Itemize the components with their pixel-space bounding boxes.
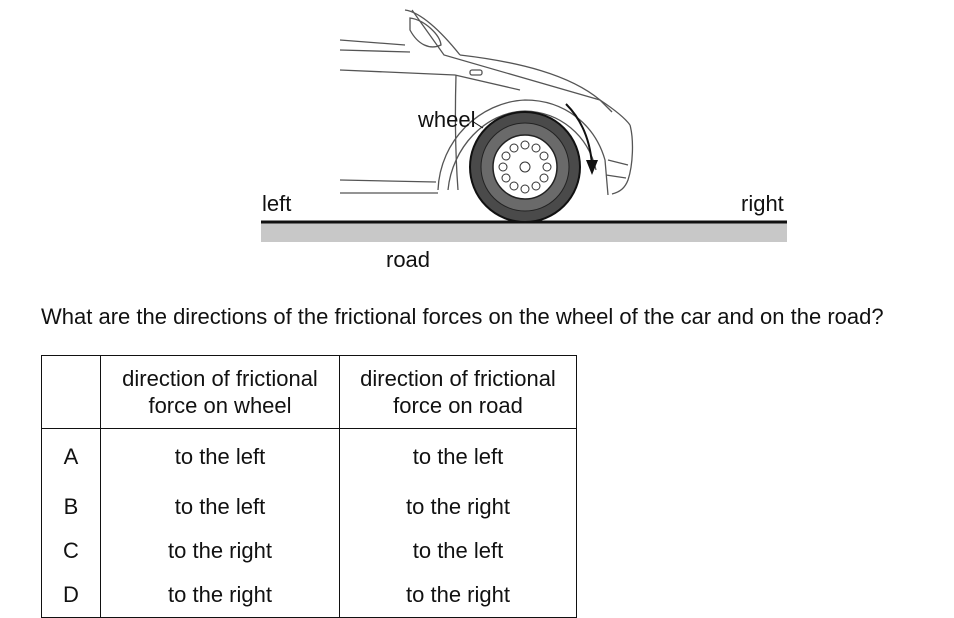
table-row[interactable]: D to the right to the right: [41, 573, 577, 618]
header-option: [41, 355, 101, 429]
force-on-wheel-cell: to the right: [100, 573, 340, 618]
force-on-road-cell: to the left: [339, 428, 577, 485]
hub-bolts: [498, 140, 552, 194]
force-on-road-cell: to the left: [339, 529, 577, 573]
force-on-wheel-cell: to the left: [100, 428, 340, 485]
rotation-arrow-head: [586, 160, 598, 175]
left-label: left: [262, 191, 292, 216]
wheel-label: wheel: [418, 107, 476, 132]
table-row[interactable]: A to the left to the left: [41, 428, 577, 485]
road-surface: [261, 222, 787, 242]
answer-table: direction of frictional force on wheel d…: [41, 355, 577, 618]
option-letter: C: [41, 529, 101, 573]
table-header-row: direction of frictional force on wheel d…: [41, 355, 577, 429]
question-text: What are the directions of the frictiona…: [41, 304, 884, 329]
header-force-on-road-text: direction of frictional force on road: [360, 366, 556, 418]
force-on-road-cell: to the right: [339, 573, 577, 618]
option-letter: D: [41, 573, 101, 618]
force-on-wheel-cell: to the left: [100, 485, 340, 529]
rotation-arrow-line: [565, 103, 593, 166]
header-force-on-road: direction of frictional force on road: [339, 355, 577, 429]
option-letter: B: [41, 485, 101, 529]
table-row[interactable]: B to the left to the right: [41, 485, 577, 529]
header-force-on-wheel-text: direction of frictional force on wheel: [122, 366, 318, 418]
table-row[interactable]: C to the right to the left: [41, 529, 577, 573]
car-wheel-figure: wheel left right road: [0, 0, 954, 290]
force-on-road-cell: to the right: [339, 485, 577, 529]
road-label: road: [386, 247, 431, 272]
header-force-on-wheel: direction of frictional force on wheel: [100, 355, 340, 429]
force-on-wheel-cell: to the right: [100, 529, 340, 573]
option-letter: A: [41, 428, 101, 485]
car-diagram: [261, 9, 787, 242]
wheel-label-pointer: [471, 120, 484, 129]
right-label: right: [741, 191, 784, 216]
